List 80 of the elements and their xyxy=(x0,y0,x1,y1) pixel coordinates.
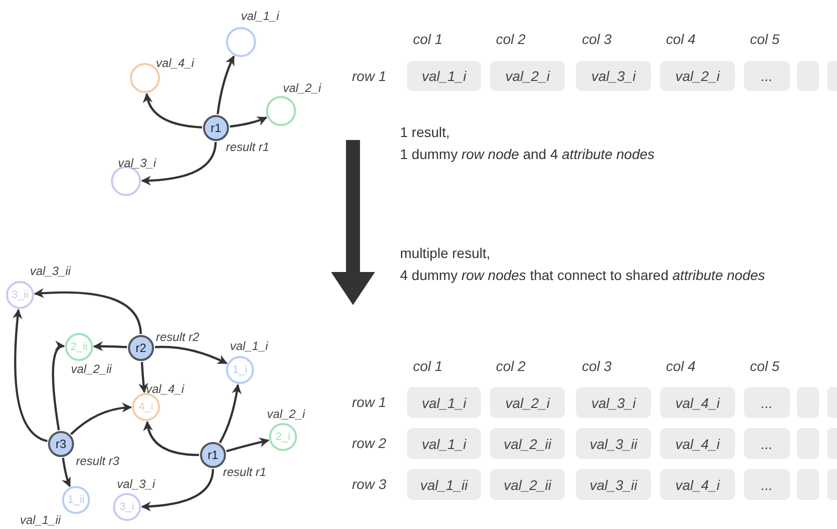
column-header: col 4 xyxy=(666,31,696,47)
node-label: val_4_i xyxy=(156,56,194,70)
table-cell: val_2_ii xyxy=(490,469,565,500)
node-label: val_3_i xyxy=(118,156,156,170)
table-cell: val_3_i xyxy=(576,61,651,91)
node-label: val_2_i xyxy=(283,81,322,95)
node-label: val_3_ii xyxy=(30,264,71,278)
table-cell: val_2_i xyxy=(660,61,735,91)
arrow xyxy=(93,341,128,352)
table-cell: val_1_i xyxy=(407,428,481,459)
table-cell: ... xyxy=(744,387,790,418)
row-header: row 1 xyxy=(352,393,386,412)
arrow xyxy=(141,468,214,512)
attribute-node: 3_i xyxy=(113,493,141,521)
arrow xyxy=(141,142,217,186)
node-label: val_2_ii xyxy=(71,362,112,376)
column-header: col 3 xyxy=(582,358,612,374)
node-label: val_4_i xyxy=(146,382,184,396)
arrow xyxy=(144,420,200,456)
description-text: multiple result, xyxy=(400,245,490,261)
table-cell: ... xyxy=(744,61,790,91)
attribute-node: 2_i xyxy=(269,423,297,451)
table-cell: val_1_i xyxy=(407,387,481,418)
attribute-node: 2_ii xyxy=(65,333,93,361)
arrow xyxy=(34,288,142,334)
column-header: col 5 xyxy=(750,358,780,374)
table-cell: val_3_ii xyxy=(576,469,651,500)
arrow xyxy=(138,362,148,394)
node-caption: result r1 xyxy=(223,465,266,479)
node-caption: result r3 xyxy=(76,454,120,468)
column-header: col 1 xyxy=(413,358,443,374)
row-node: r1 xyxy=(203,115,229,141)
column-header: col 1 xyxy=(413,31,443,47)
node-label: val_1_i xyxy=(230,339,268,353)
node-label: val_3_i xyxy=(117,477,156,491)
attribute-node: 3_ii xyxy=(6,281,34,309)
arrow xyxy=(218,384,242,444)
arrow xyxy=(62,458,71,488)
description-text: 1 result, xyxy=(400,124,450,140)
column-header: col 4 xyxy=(666,358,696,374)
arrow xyxy=(12,308,48,442)
attribute-node: 1_ii xyxy=(62,486,90,514)
table-cell: val_2_i xyxy=(490,61,565,91)
table-cell: val_4_i xyxy=(660,387,735,418)
row-node: r2 xyxy=(128,335,154,361)
node-label: val_2_i xyxy=(267,407,306,421)
table-cell: val_4_i xyxy=(660,428,735,459)
row-node: r3 xyxy=(48,431,74,457)
table-cell: val_2_ii xyxy=(490,428,565,459)
description-text: 1 dummy row node and 4 attribute nodes xyxy=(400,146,655,162)
column-header: col 2 xyxy=(496,31,526,47)
table-cell: val_1_i xyxy=(407,61,481,91)
node-caption: result r1 xyxy=(226,140,270,154)
node-label: val_1_i xyxy=(241,9,280,23)
column-header: col 3 xyxy=(582,31,612,47)
attribute-node: 1_i xyxy=(226,356,254,384)
table-cell: val_2_i xyxy=(490,387,565,418)
attribute-node: 4_i xyxy=(132,393,160,421)
description-text: 4 dummy row nodes that connect to shared attribute nodes xyxy=(400,267,766,283)
column-header: col 5 xyxy=(750,31,780,47)
row-node: r1 xyxy=(200,442,226,468)
table-cell: val_3_i xyxy=(576,387,651,418)
arrow xyxy=(230,116,268,128)
arrow xyxy=(154,346,228,364)
row-header: row 1 xyxy=(352,67,386,86)
row-header: row 2 xyxy=(352,434,386,453)
arrow xyxy=(143,92,202,128)
table-cell: val_1_ii xyxy=(407,469,481,500)
arrow xyxy=(216,55,235,114)
table-cell: val_3_ii xyxy=(576,428,651,459)
table-cell: ... xyxy=(744,469,790,500)
row-header: row 3 xyxy=(352,475,386,494)
node-label: val_1_ii xyxy=(20,513,61,527)
arrow xyxy=(52,342,65,430)
table-cell: ... xyxy=(744,428,790,459)
arrow xyxy=(70,402,132,435)
table-cell: val_4_i xyxy=(660,469,735,500)
node-caption: result r2 xyxy=(156,330,200,344)
arrow xyxy=(226,438,270,452)
column-header: col 2 xyxy=(496,358,526,374)
